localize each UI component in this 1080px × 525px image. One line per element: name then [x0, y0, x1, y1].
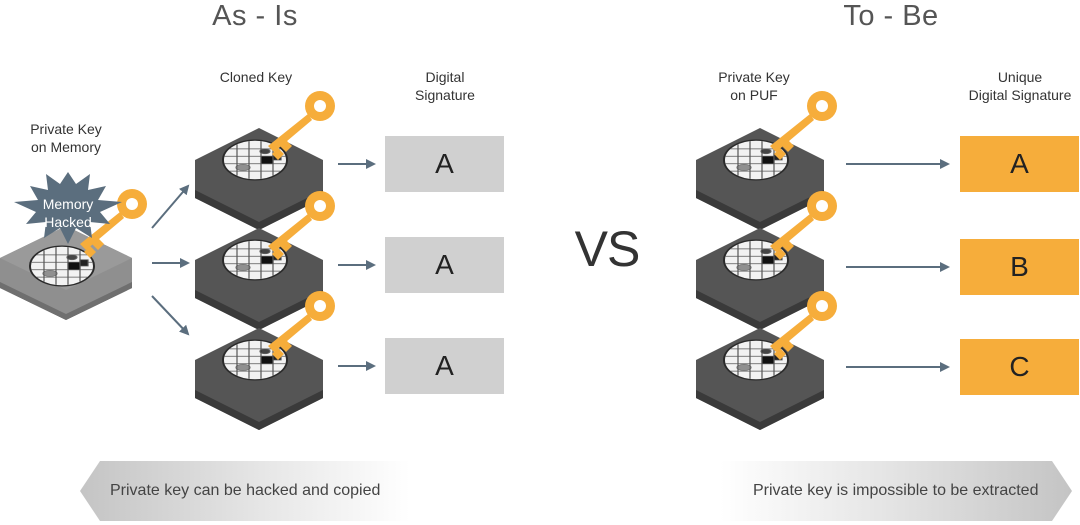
as-is-signature-label-line1: Digital [425, 69, 465, 85]
puf-key-label-line2: on PUF [730, 87, 778, 103]
as-is-signature-label-line2: Signature [415, 87, 475, 103]
puf-chip-1 [696, 128, 824, 230]
arrow-source-to-clone-3 [151, 295, 190, 336]
source-key-label-line2: on Memory [30, 139, 102, 155]
arrow-source-to-clone-1 [151, 184, 190, 229]
burst-label-line1: Memory [42, 196, 94, 212]
as-is-banner-text: Private key can be hacked and copied [110, 482, 381, 499]
to-be-banner-text: Private key is impossible to be extracte… [753, 482, 1039, 499]
as-is-signature-box-3: A [385, 338, 504, 394]
cloned-chip-2 [195, 228, 323, 330]
as-is-signature-box-1: A [385, 136, 504, 192]
as-is-signature-box-2: A [385, 237, 504, 293]
cloned-key-label: Cloned Key [219, 69, 293, 85]
to-be-signature-box-3: C [960, 339, 1079, 395]
to-be-signature-box-2: B [960, 239, 1079, 295]
to-be-signature-box-1: A [960, 136, 1079, 192]
puf-chip-2 [696, 228, 824, 330]
cloned-chip-1 [195, 128, 323, 230]
burst-label: Memory Hacked [28, 195, 108, 231]
to-be-signature-label-line1: Unique [997, 69, 1043, 85]
as-is-banner-arrow [80, 461, 410, 521]
to-be-banner-arrow [720, 461, 1072, 521]
source-chip [0, 226, 132, 320]
vs-label: VS [574, 221, 641, 277]
puf-chip-3 [696, 328, 824, 430]
as-is-title: As - Is [212, 0, 298, 32]
puf-key-label-line1: Private Key [718, 69, 790, 85]
source-key-label-line1: Private Key [30, 121, 102, 137]
memory-hacked-burst [14, 172, 122, 244]
to-be-signature-label-line2: Digital Signature [968, 87, 1072, 103]
to-be-title: To - Be [843, 0, 939, 32]
burst-label-line2: Hacked [44, 214, 92, 230]
puf-key-label: Private Key on PUF [694, 68, 814, 104]
cloned-chip-3 [195, 328, 323, 430]
to-be-signature-label: Unique Digital Signature [950, 68, 1080, 104]
source-key-label: Private Key on Memory [6, 120, 126, 156]
as-is-signature-label: Digital Signature [385, 68, 505, 104]
